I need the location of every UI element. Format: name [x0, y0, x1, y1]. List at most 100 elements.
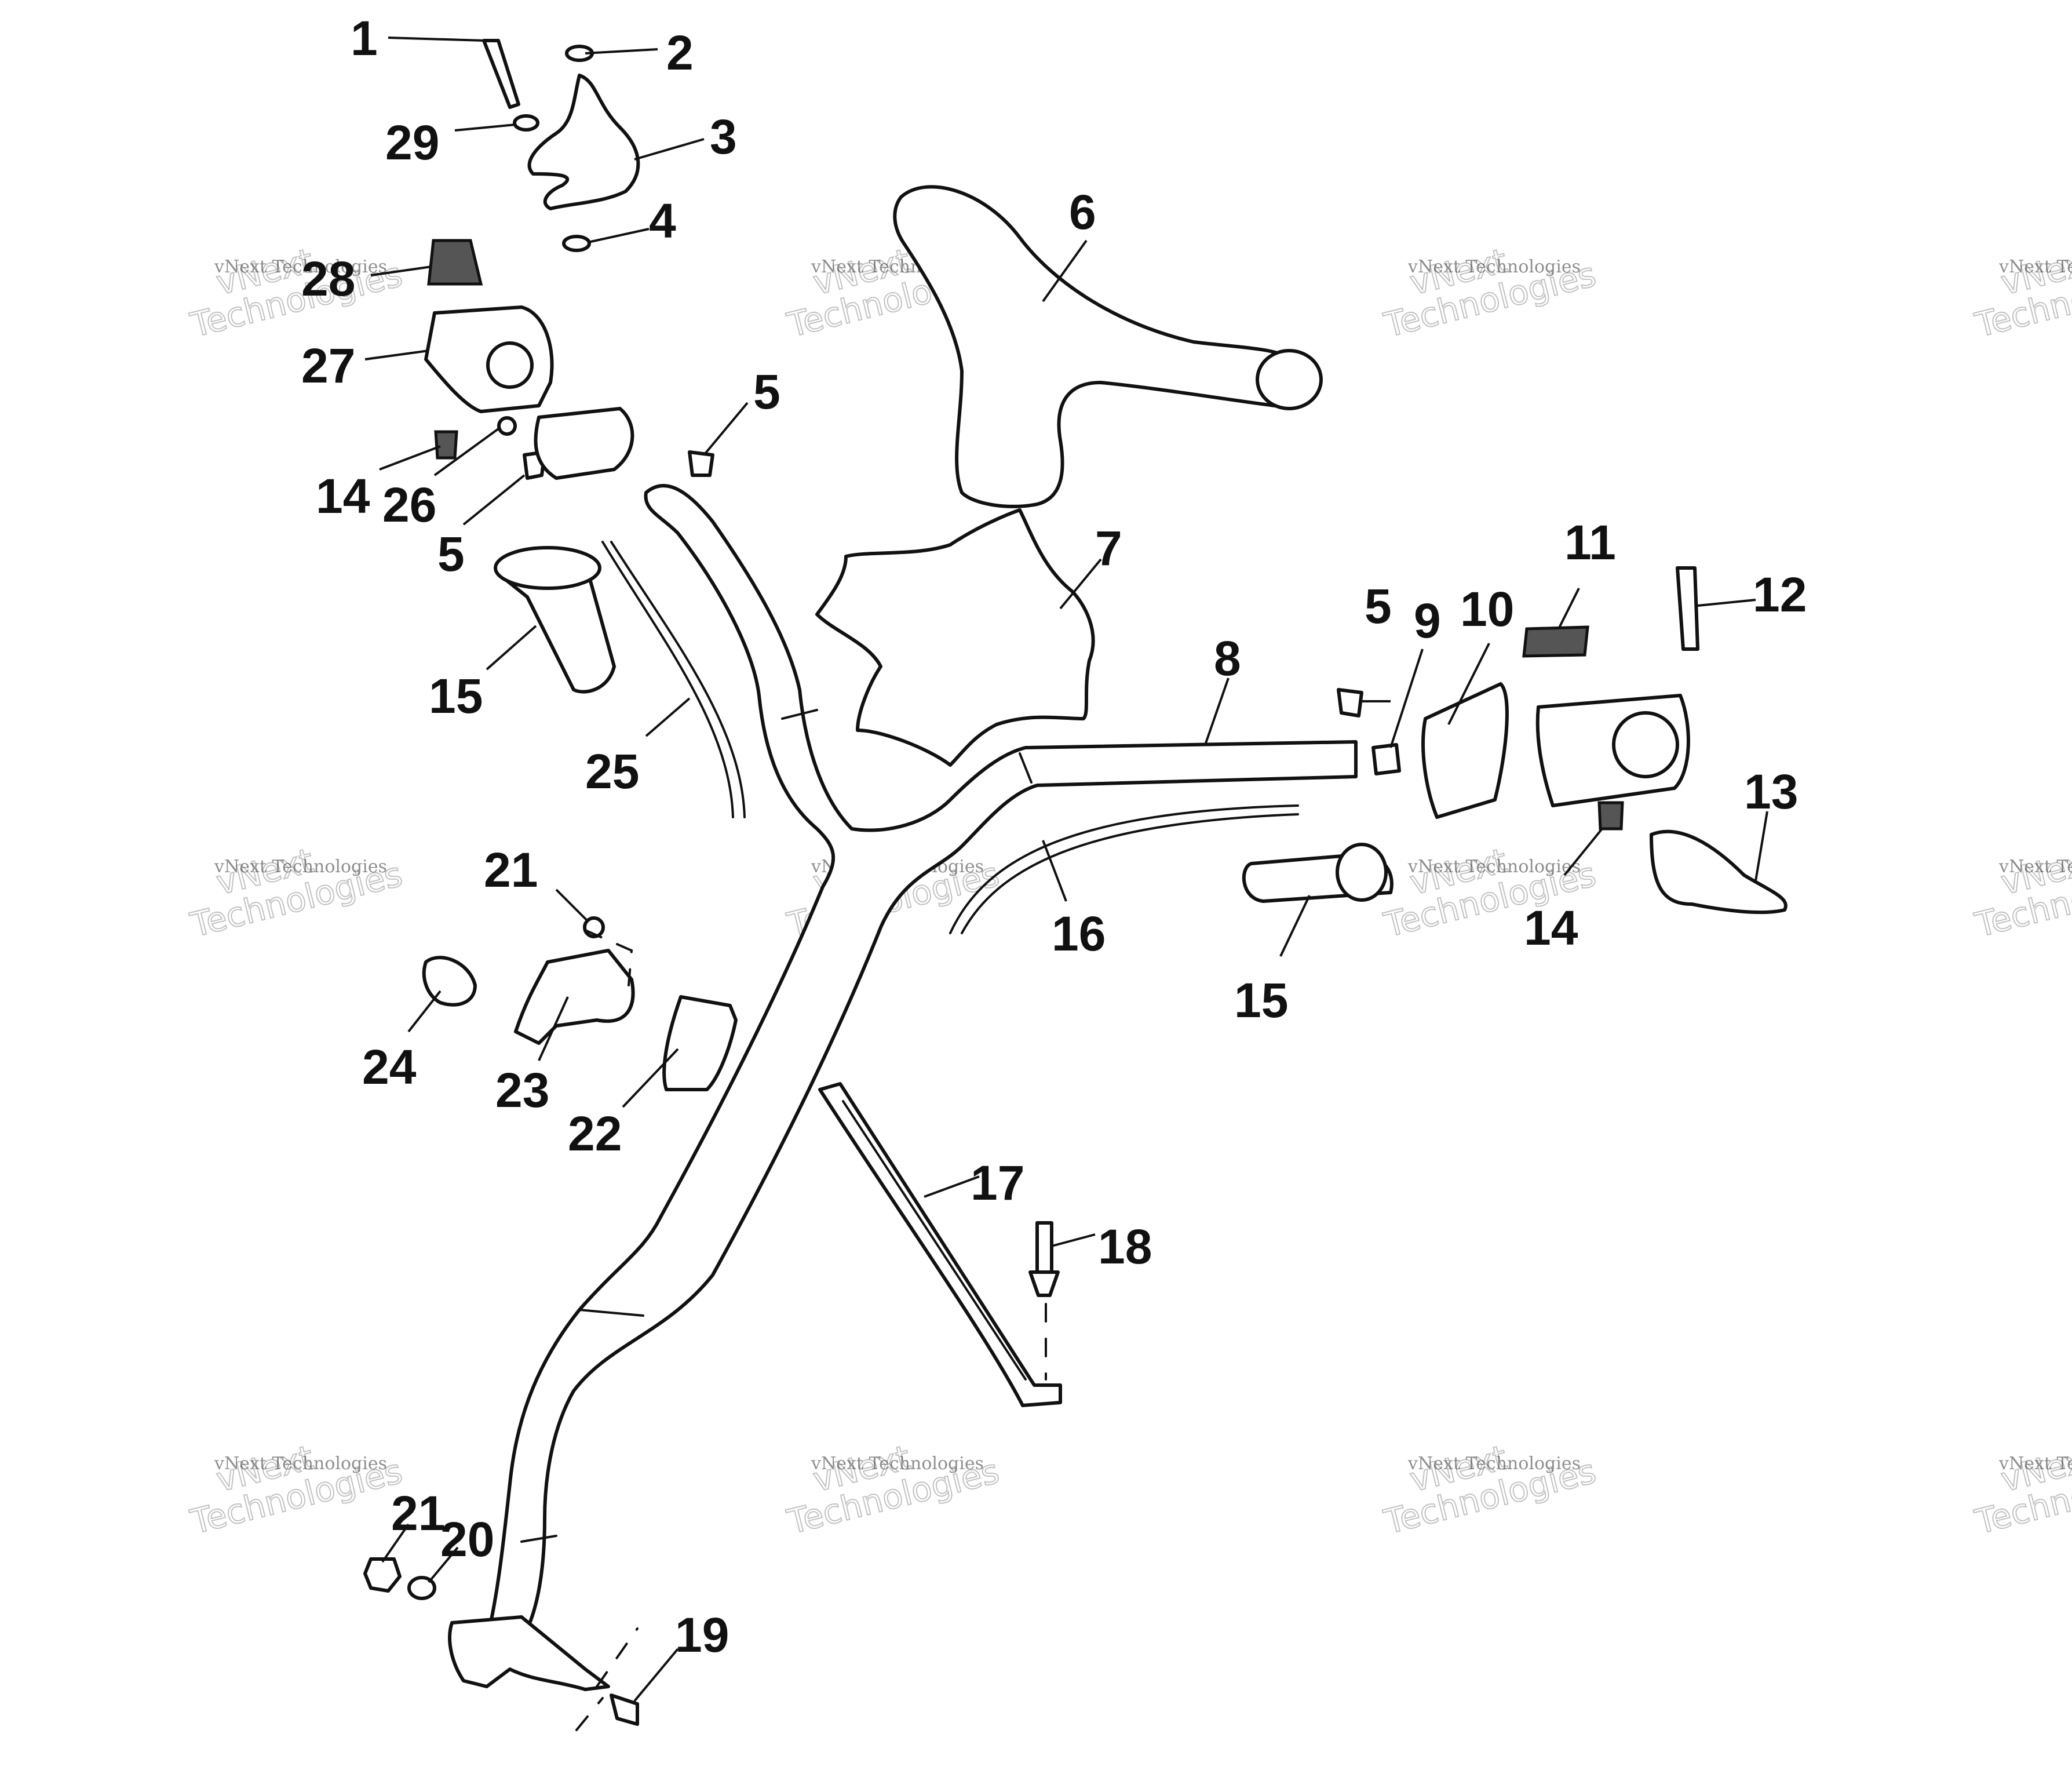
leader-line: [1697, 599, 1756, 607]
watermark-brand: vNext Technologies: [1998, 1454, 2072, 1474]
callout-21-top: 21: [484, 843, 538, 897]
leader-line: [538, 996, 569, 1061]
leader-line: [1051, 1233, 1096, 1247]
leader-line: [1754, 811, 1768, 882]
watermark: vNext Technologies vNext Technologies: [1380, 1437, 1600, 1542]
callout-25: 25: [585, 744, 639, 799]
watermark: vNext Technologies vNext Technologies: [1380, 240, 1600, 345]
throttle-cable: [601, 541, 734, 818]
watermark-brand: vNext Technologies: [1407, 857, 1581, 877]
hand-grip-end: [1336, 843, 1388, 902]
throttle-cable: [610, 541, 746, 818]
brake-housing: [1421, 682, 1509, 819]
throttle-cover: [534, 407, 634, 480]
callout-15-right: 15: [1234, 973, 1288, 1028]
callout-15-left: 15: [429, 669, 483, 723]
callout-11: 11: [1564, 515, 1616, 570]
leader-line: [462, 474, 526, 526]
watermark: vNext Technologies vNext Technologies: [186, 840, 407, 945]
leader-line: [428, 1546, 459, 1583]
hand-grip-end: [494, 546, 601, 590]
leader-line: [1042, 840, 1067, 902]
callout-3: 3: [710, 110, 737, 164]
bar-clamp: [662, 995, 738, 1091]
leader-line: [379, 445, 441, 471]
callout-13: 13: [1744, 764, 1798, 819]
handlebar-pad: [893, 185, 1307, 508]
callout-6: 6: [1069, 185, 1096, 239]
alignment-line: [575, 1697, 604, 1731]
callout-5-left: 5: [437, 527, 465, 581]
callout-4: 4: [649, 194, 676, 248]
leader-line: [381, 1523, 410, 1563]
steering-clamp: [448, 1615, 610, 1691]
leader-line: [1279, 895, 1311, 957]
watermark: vNext Technologies vNext Technologies: [1971, 840, 2072, 945]
watermark-layer: vNext Technologies vNext Technologies vN…: [186, 240, 2072, 1542]
callout-16: 16: [1052, 906, 1106, 961]
callout-14-right: 14: [1524, 901, 1578, 955]
callout-20: 20: [440, 1512, 494, 1567]
leader-line: [1557, 588, 1580, 629]
spring: [434, 430, 458, 460]
callout-18: 18: [1098, 1219, 1152, 1274]
leader-line: [555, 888, 589, 923]
watermark-brand: vNext Technologies: [1998, 857, 2072, 877]
callout-10: 10: [1460, 582, 1514, 636]
switch-bracket: [514, 949, 635, 1045]
watermark: vNext Technologies vNext Technologies: [186, 240, 407, 345]
leader-line: [924, 1175, 980, 1198]
leader-line: [585, 48, 658, 54]
callout-17: 17: [971, 1156, 1024, 1210]
handlebar-pad-end: [1256, 349, 1323, 410]
leader-line: [486, 625, 537, 671]
leader-line: [364, 349, 429, 360]
brake-cable: [961, 813, 1299, 934]
leader-lines: [364, 37, 1768, 1702]
callout-22: 22: [568, 1106, 622, 1161]
rivet-head: [1028, 1270, 1060, 1297]
leader-line: [407, 990, 442, 1033]
watermark-brand: vNext Technologies: [1407, 1454, 1581, 1474]
support-strap: [818, 1082, 1062, 1407]
handlebar-collar: [781, 709, 818, 720]
lever-bracket: [527, 74, 640, 210]
rubber-plug: [427, 239, 483, 286]
callout-26: 26: [382, 478, 436, 532]
support-strap-slot: [842, 1100, 1027, 1381]
watermark-brand: vNext Technologies: [1407, 257, 1581, 277]
watermark-brand: vNext Technologies: [811, 1454, 984, 1474]
handlebar-collar: [578, 1309, 644, 1317]
callout-8: 8: [1214, 631, 1241, 686]
leader-line: [1389, 649, 1424, 748]
callout-28: 28: [301, 252, 355, 306]
bolt: [610, 1693, 639, 1726]
leader-line: [622, 1048, 679, 1108]
callout-21-bottom: 21: [391, 1486, 445, 1540]
brake-cable: [949, 804, 1299, 934]
callout-7: 7: [1095, 521, 1122, 576]
watermark: vNext Technologies vNext Technologies: [1971, 240, 2072, 345]
watermark-brand: vNext Technologies: [214, 257, 387, 277]
callout-27: 27: [301, 338, 355, 393]
spring: [1597, 801, 1624, 831]
callout-24: 24: [362, 1040, 417, 1094]
leader-line: [633, 1648, 679, 1702]
callout-19: 19: [675, 1608, 729, 1662]
leader-line: [1447, 643, 1490, 725]
leader-line: [370, 265, 432, 276]
leader-line: [703, 402, 749, 456]
callout-23: 23: [495, 1063, 549, 1117]
callout-9: 9: [1414, 593, 1441, 648]
washer: [513, 114, 539, 132]
watermark-brand: vNext Technologies: [1998, 257, 2072, 277]
callout-labels: 1 2 29 3 4 28 27 5 14 26 5 15 25 6 7 8 5…: [301, 11, 1807, 1662]
screw: [1337, 688, 1363, 718]
brake-lever: [1650, 829, 1788, 915]
pad-backing: [815, 508, 1095, 767]
callout-5-top: 5: [753, 365, 780, 419]
leader-line: [588, 228, 650, 243]
handlebar-collar: [1019, 752, 1033, 784]
watermark-brand: vNext Technologies: [214, 857, 387, 877]
master-cylinder-port: [1612, 711, 1679, 778]
